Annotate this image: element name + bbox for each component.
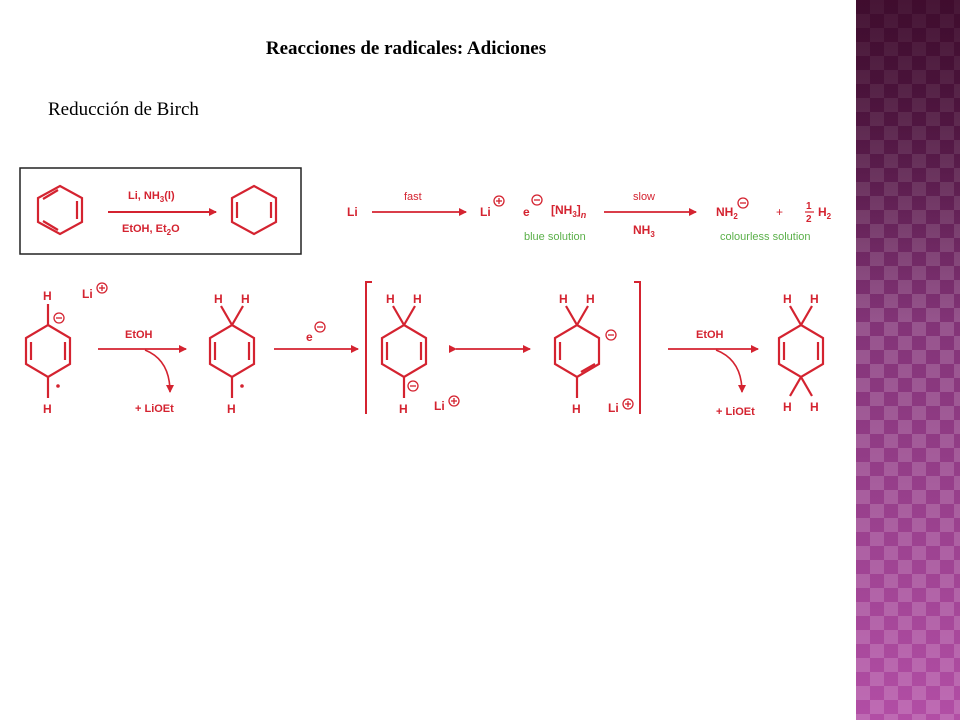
atom-h: H (241, 292, 250, 306)
eq-li-cation: Li (480, 205, 491, 219)
etoh-label-1: EtOH (125, 329, 153, 341)
blue-solution-label: blue solution (524, 231, 586, 243)
minus-charge-icon (531, 194, 543, 206)
atom-h: H (413, 292, 422, 306)
cyclohexadiene-product (230, 184, 278, 236)
decorative-side-panel (856, 0, 960, 720)
birch-reduction-scheme: Li, NH3(l) EtOH, Et2O Li fast Li e [NH3]… (19, 167, 832, 418)
counter-ion-li: Li (608, 401, 619, 415)
anion-resonance-form-1 (380, 305, 428, 398)
plus-charge-icon (96, 282, 108, 294)
electron-label: e (306, 330, 313, 344)
eq-electron: e (523, 205, 530, 219)
eq-h2: H2 (818, 205, 832, 221)
lioet-label-2: + LiOEt (716, 406, 755, 418)
counter-ion-li: Li (434, 399, 445, 413)
colourless-solution-label: colourless solution (720, 231, 811, 243)
half-denominator: 2 (806, 214, 812, 225)
atom-h: H (227, 402, 236, 416)
benzene-structure (36, 184, 84, 236)
eq-plus: + (776, 205, 783, 219)
reaction-box (19, 167, 302, 255)
atom-h: H (214, 292, 223, 306)
atom-h: H (386, 292, 395, 306)
cyclohexa-1-4-diene-product (777, 305, 825, 397)
resonance-bracket-left (365, 281, 372, 414)
plus-charge-icon (493, 195, 505, 207)
atom-h: H (399, 402, 408, 416)
byproduct-curved-arrow-1 (144, 349, 174, 393)
atom-h: H (43, 402, 52, 416)
half-numerator: 1 (806, 201, 812, 212)
slow-label: slow (633, 191, 655, 203)
plus-charge-icon (448, 395, 460, 407)
counter-ion-li: Li (82, 287, 93, 301)
minus-charge-icon (314, 321, 326, 333)
slide-subtitle: Reducción de Birch (48, 99, 199, 120)
atom-h: H (559, 292, 568, 306)
minus-charge-icon (605, 329, 617, 341)
box-reagent-bottom: EtOH, Et2O (122, 223, 180, 237)
plus-charge-icon (622, 398, 634, 410)
eq-li: Li (347, 205, 358, 219)
byproduct-curved-arrow-2 (715, 349, 746, 393)
atom-h: H (43, 289, 52, 303)
minus-charge-icon (53, 312, 65, 324)
minus-charge-icon (407, 380, 419, 392)
resonance-bracket-right (634, 281, 641, 414)
atom-h: H (810, 292, 819, 306)
radical-anion-structure (24, 304, 72, 398)
anion-resonance-form-2 (553, 305, 601, 398)
lioet-label-1: + LiOEt (135, 403, 174, 415)
atom-h: H (783, 292, 792, 306)
atom-h: H (572, 402, 581, 416)
atom-h: H (586, 292, 595, 306)
radical-dot-icon (240, 384, 244, 388)
eq-ammonia-complex: [NH3]n (551, 203, 587, 220)
atom-h: H (783, 400, 792, 414)
cyclohexadienyl-radical-structure (208, 305, 256, 398)
atom-h: H (810, 400, 819, 414)
fast-label: fast (404, 191, 422, 203)
slide-title: Reacciones de radicales: Adiciones (265, 38, 547, 59)
radical-dot-icon (56, 384, 60, 388)
eq-nh3-reagent: NH3 (633, 223, 655, 239)
eq-amide: NH2 (716, 205, 738, 221)
minus-charge-icon (737, 197, 749, 209)
etoh-label-2: EtOH (696, 329, 724, 341)
box-reagent-top: Li, NH3(l) (128, 190, 175, 204)
